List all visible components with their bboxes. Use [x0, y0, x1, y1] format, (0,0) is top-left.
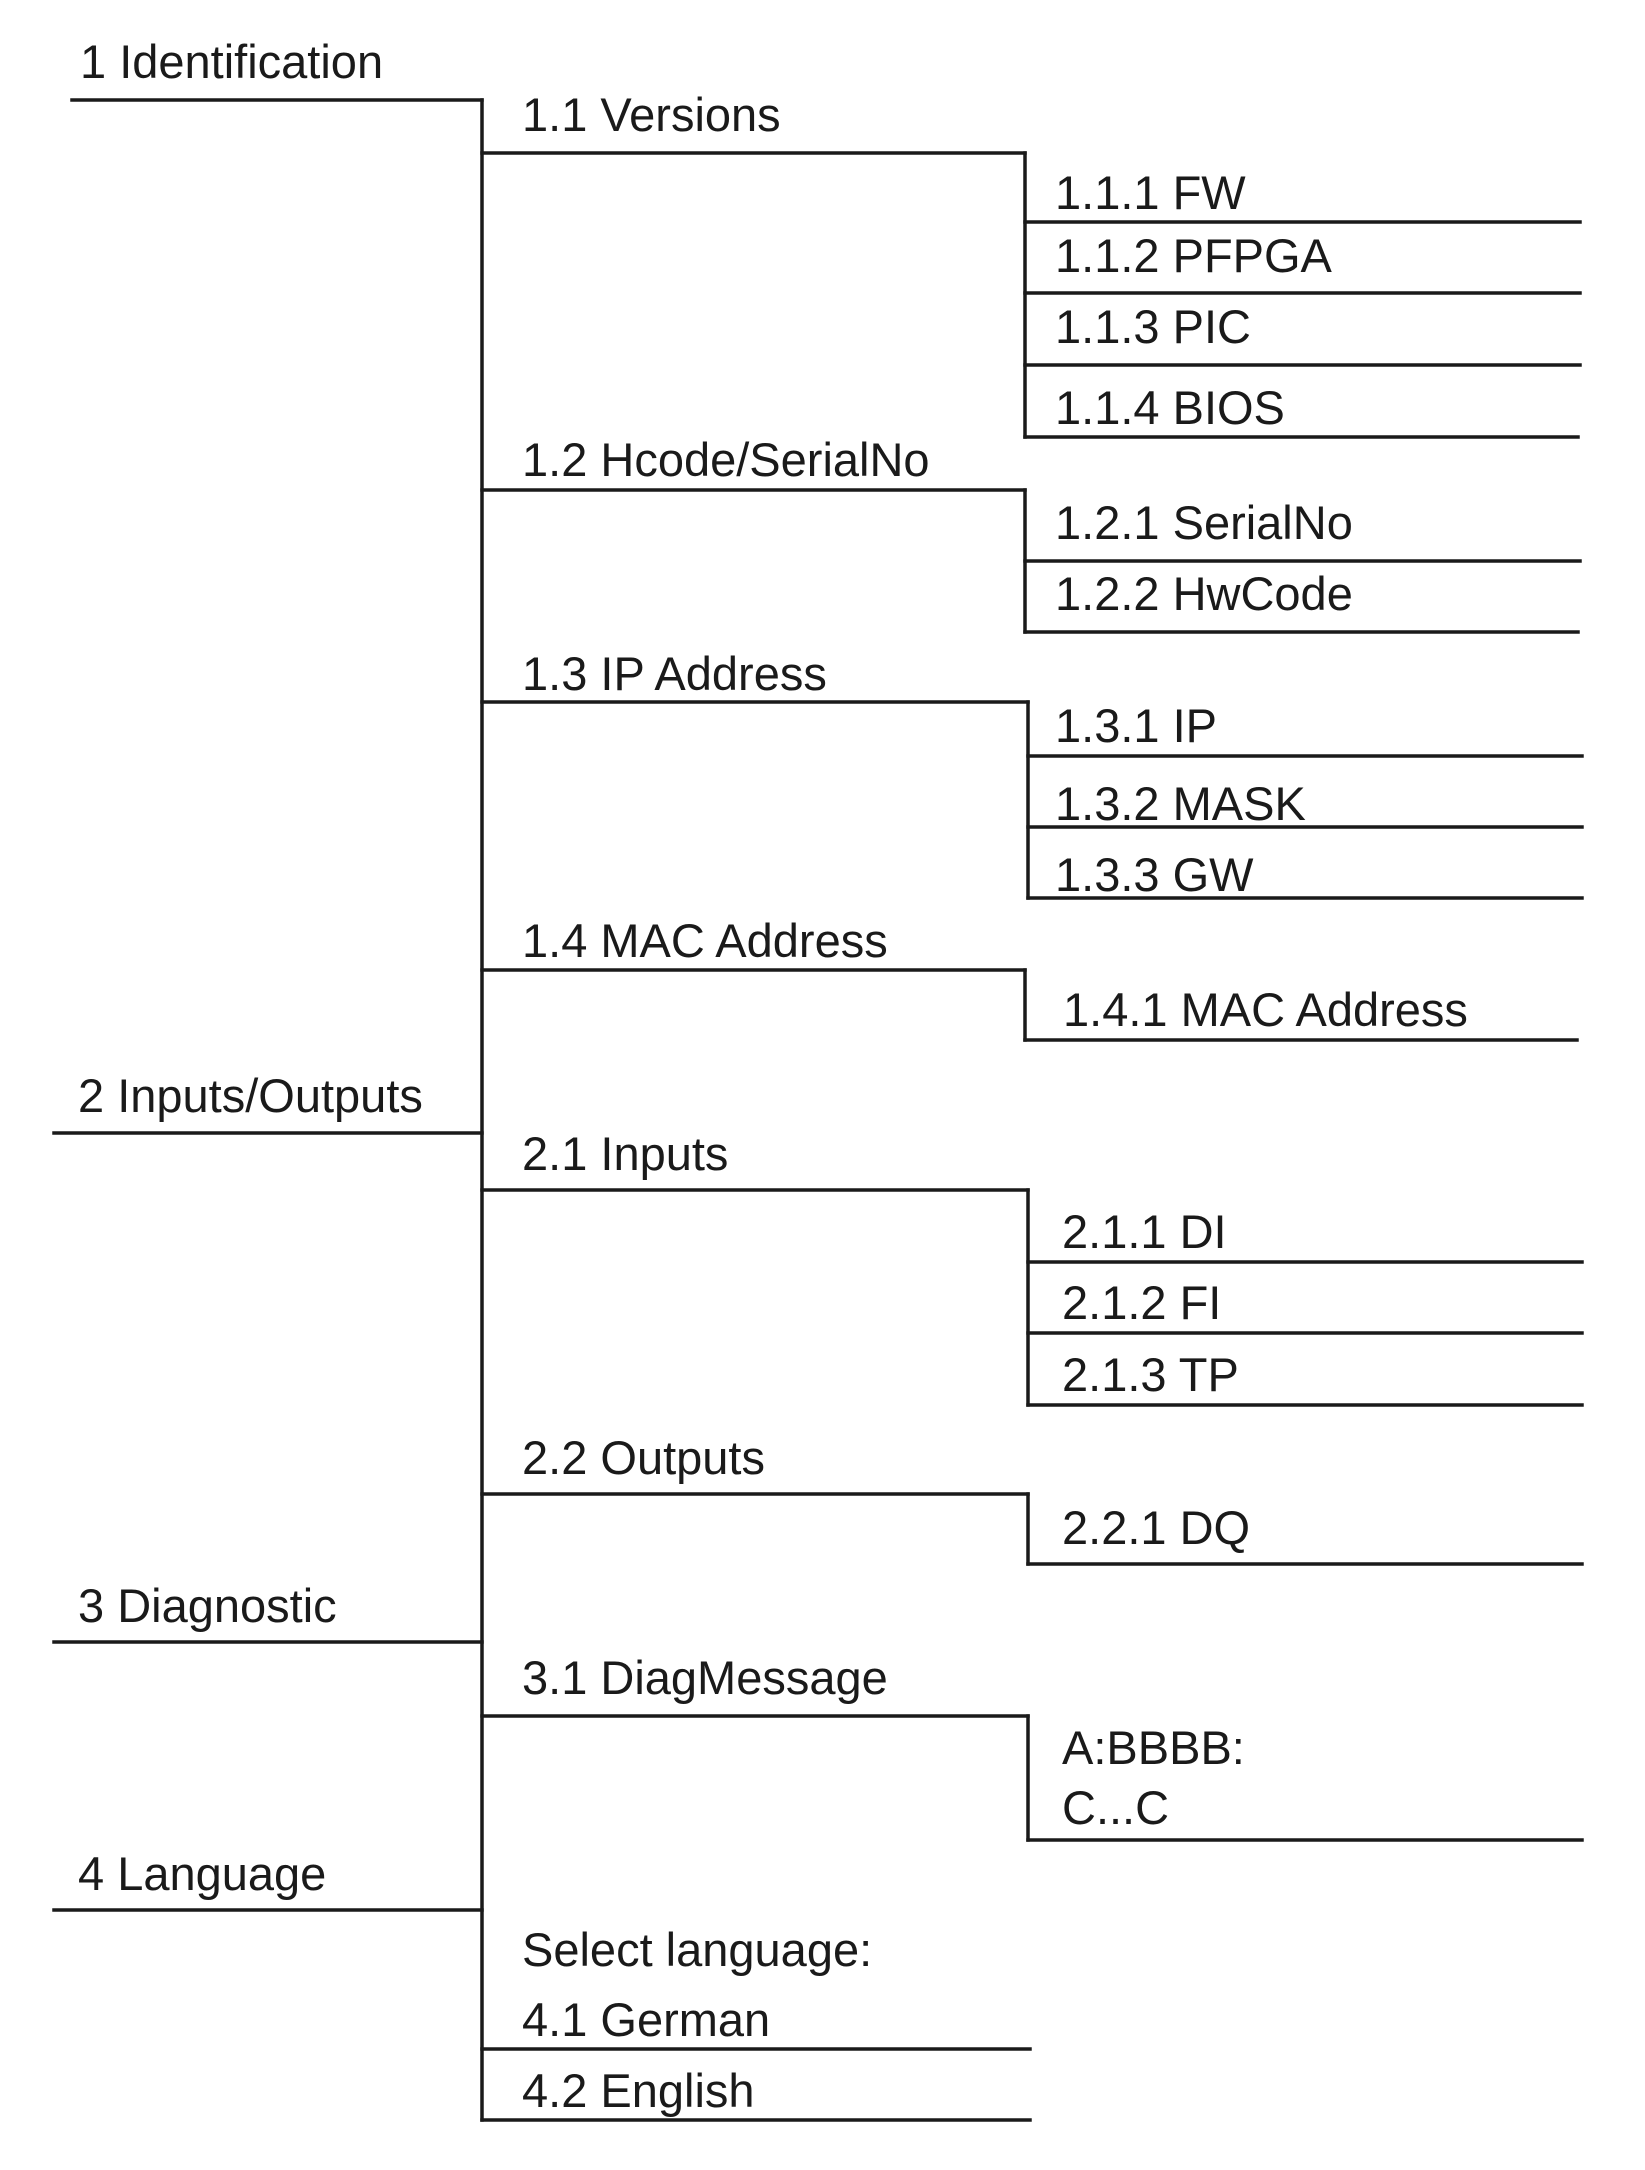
- node-1-1-2-pfpga: 1.1.2 PFPGA: [1055, 229, 1333, 282]
- node-1-3-1-ip: 1.3.1 IP: [1055, 699, 1217, 752]
- node-2-1-2-fi: 2.1.2 FI: [1062, 1276, 1221, 1329]
- node-1-3-ip-address: 1.3 IP Address: [522, 647, 827, 700]
- diag-message-line-2: C...C: [1062, 1781, 1169, 1834]
- node-2-1-inputs: 2.1 Inputs: [522, 1127, 728, 1180]
- node-2-2-outputs: 2.2 Outputs: [522, 1431, 765, 1484]
- node-2-1-1-di: 2.1.1 DI: [1062, 1205, 1227, 1258]
- node-1-4-mac-address: 1.4 MAC Address: [522, 914, 888, 967]
- node-1-2-hcode-serialno: 1.2 Hcode/SerialNo: [522, 433, 930, 486]
- tree-connectors: [52, 98, 1584, 2122]
- node-1-1-4-bios: 1.1.4 BIOS: [1055, 381, 1285, 434]
- node-1-2-2-hwcode: 1.2.2 HwCode: [1055, 567, 1353, 620]
- diag-message-line-1: A:BBBB:: [1062, 1721, 1245, 1774]
- node-1-1-1-fw: 1.1.1 FW: [1055, 166, 1246, 219]
- node-3-diagnostic: 3 Diagnostic: [78, 1579, 337, 1632]
- node-4-2-english: 4.2 English: [522, 2064, 755, 2117]
- node-2-inputs-outputs: 2 Inputs/Outputs: [78, 1069, 423, 1122]
- node-1-3-3-gw: 1.3.3 GW: [1055, 848, 1254, 901]
- node-4-language: 4 Language: [78, 1847, 326, 1900]
- node-3-1-diagmessage: 3.1 DiagMessage: [522, 1651, 888, 1704]
- node-1-identification: 1 Identification: [80, 35, 383, 88]
- node-4-1-german: 4.1 German: [522, 1993, 770, 2046]
- node-1-4-1-mac-address: 1.4.1 MAC Address: [1063, 983, 1468, 1036]
- node-1-1-3-pic: 1.1.3 PIC: [1055, 300, 1251, 353]
- node-1-3-2-mask: 1.3.2 MASK: [1055, 777, 1306, 830]
- language-select-prompt: Select language:: [522, 1923, 872, 1976]
- node-1-1-versions: 1.1 Versions: [522, 88, 781, 141]
- node-2-2-1-dq: 2.2.1 DQ: [1062, 1501, 1250, 1554]
- node-1-2-1-serialno: 1.2.1 SerialNo: [1055, 496, 1353, 549]
- node-2-1-3-tp: 2.1.3 TP: [1062, 1348, 1239, 1401]
